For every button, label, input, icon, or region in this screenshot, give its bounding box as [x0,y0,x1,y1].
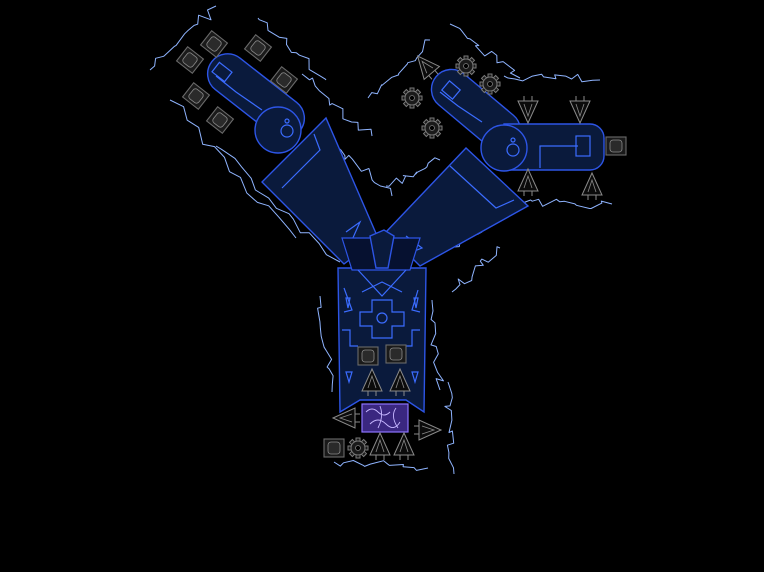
cannon-module-icon[interactable] [205,105,235,135]
reactor-core-icon [361,403,409,433]
spike-turret-icon[interactable] [517,96,539,125]
cannon-module-icon[interactable] [357,346,379,366]
lightning-bolt-icon [519,198,613,209]
cannon-module-icon[interactable] [269,65,299,95]
lightning-bolt-icon [317,295,334,393]
lightning-bolt-icon [333,460,429,471]
gear-module-icon[interactable] [421,117,443,139]
lightning-bolt-icon [149,5,217,71]
lightning-bolt-icon [367,39,431,99]
right-cannon-pod[interactable] [423,61,605,172]
lightning-bolt-icon [449,23,521,79]
cannon-module-icon[interactable] [181,81,211,111]
cannon-module-icon[interactable] [385,344,407,364]
gear-modules[interactable] [347,55,501,459]
lightning-bolt-icon [301,73,373,137]
spike-turret-icon[interactable] [410,50,443,84]
spike-turret-icon[interactable] [569,96,591,125]
cannon-module-icon[interactable] [243,33,273,63]
cannon-modules[interactable] [175,29,627,458]
spike-turrets[interactable] [331,50,603,460]
lightning-bolt-icon [451,246,501,293]
gear-module-icon[interactable] [455,55,477,77]
stem-hull[interactable] [337,229,427,414]
cannon-module-icon[interactable] [175,45,205,75]
lightning-bolt-icon [385,157,441,187]
gear-module-icon[interactable] [347,437,369,459]
lightning-bolt-icon [169,99,297,239]
cannon-module-icon[interactable] [323,438,345,458]
spike-turret-icon[interactable] [393,431,415,460]
lightning-bolt-icon [430,299,444,391]
gear-module-icon[interactable] [479,73,501,95]
spike-turret-icon[interactable] [389,367,411,396]
spike-turret-icon[interactable] [517,167,539,196]
lightning-bolt-icon [257,17,327,81]
lightning-bolt-icon [444,381,455,475]
spike-turret-icon[interactable] [361,367,383,396]
cannon-module-icon[interactable] [605,136,627,156]
spike-turret-icon[interactable] [414,419,443,441]
spike-turret-icon[interactable] [369,431,391,460]
lightning-bolt-icon [503,73,601,83]
lightning-bolt-icon [329,139,393,197]
left-cannon-pod[interactable] [200,46,313,154]
spike-turret-icon[interactable] [331,407,360,429]
gear-module-icon[interactable] [401,87,423,109]
spike-turret-icon[interactable] [581,171,603,200]
cannon-module-icon[interactable] [199,29,229,59]
lightning-bolt-icon [215,145,341,263]
